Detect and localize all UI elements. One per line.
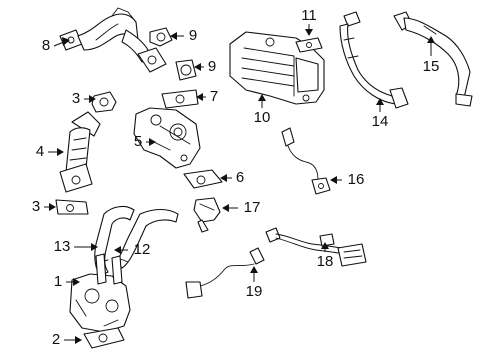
callout-19: 19: [246, 283, 263, 300]
part-17-pressure-sensor: [193, 197, 221, 233]
part-5-egr-valve: [133, 107, 201, 169]
callout-6: 6: [236, 169, 244, 186]
callout-2: 2: [52, 331, 60, 348]
part-15-coolant-hose: [393, 11, 473, 107]
callout-1: 1: [54, 273, 62, 290]
part-2-gasket: [83, 327, 125, 349]
callout-11: 11: [301, 7, 317, 24]
callout-5: 5: [134, 133, 142, 150]
callout-16: 16: [348, 171, 365, 188]
callout-labels: 8 9 9 3 7 5 4 6 3 11 10 14 15 16 17 13 1…: [32, 7, 440, 348]
part-8-egr-tube: [59, 7, 167, 73]
part-11-gasket: [295, 37, 323, 53]
part-9-gasket-upper: [149, 27, 173, 47]
part-1-actuator: [69, 253, 131, 333]
callout-17: 17: [244, 199, 261, 216]
part-7-gasket: [161, 89, 199, 109]
part-4-egr-pipe: [59, 111, 101, 193]
callout-18: 18: [317, 253, 334, 270]
callout-7: 7: [210, 88, 218, 105]
callout-9-lower: 9: [208, 58, 216, 75]
callout-3-upper: 3: [72, 90, 80, 107]
callout-13: 13: [54, 238, 71, 255]
leader-lines: [44, 24, 435, 344]
part-9-gasket-lower: [175, 59, 197, 81]
part-16-sensor: [281, 127, 331, 195]
part-3-gasket-upper: [91, 91, 117, 113]
callout-15: 15: [423, 58, 440, 75]
callout-10: 10: [254, 109, 271, 126]
callout-8: 8: [42, 37, 50, 54]
part-18-wiring-harness: [265, 227, 367, 267]
part-19-sensor-wire: [185, 247, 265, 299]
callout-9-upper: 9: [189, 27, 197, 44]
callout-12: 12: [134, 241, 151, 258]
callout-4: 4: [36, 143, 44, 160]
callout-14: 14: [372, 113, 389, 130]
part-6-gasket: [183, 169, 223, 189]
part-3-gasket-lower: [55, 199, 89, 215]
part-14-coolant-hose: [339, 11, 409, 109]
callout-3-lower: 3: [32, 198, 40, 215]
